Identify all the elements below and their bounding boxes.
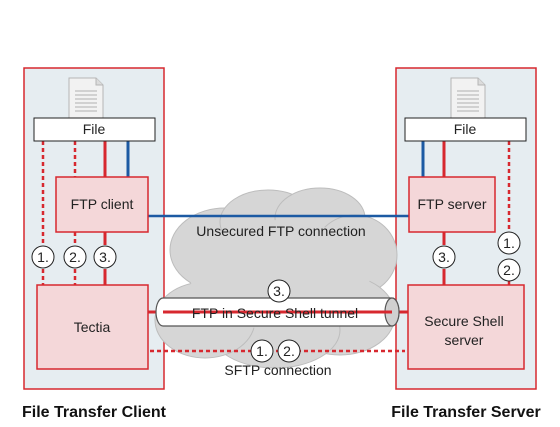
ftp-client-box [55, 176, 149, 233]
step-markers [31, 231, 521, 363]
ssh-server-label-line2: server [445, 332, 484, 348]
ftp-client-label: FTP client [71, 196, 134, 212]
server-caption: File Transfer Server [391, 404, 540, 421]
ssh-server-box [407, 284, 525, 370]
client-file-label: File [83, 121, 106, 137]
marker-2: 2. [283, 343, 295, 359]
marker-3: 3. [99, 249, 111, 265]
marker-1: 1. [37, 249, 49, 265]
marker-2: 2. [69, 249, 81, 265]
document-icon [450, 77, 486, 119]
unsecured-connection-label: Unsecured FTP connection [196, 223, 365, 239]
marker-1: 1. [503, 235, 515, 251]
server-file-box [404, 117, 527, 142]
tectia-label: Tectia [74, 319, 111, 335]
tunnel-label: FTP in Secure Shell tunnel [192, 305, 358, 321]
client-connectors [41, 141, 130, 285]
client-caption: File Transfer Client [22, 404, 167, 421]
client-file-box [33, 117, 156, 142]
tectia-box [36, 284, 149, 370]
marker-1: 1. [256, 343, 268, 359]
document-icon [68, 77, 104, 119]
server-connectors [421, 141, 511, 285]
marker-3: 3. [273, 283, 285, 299]
marker-2: 2. [503, 262, 515, 278]
ftp-server-label: FTP server [418, 196, 487, 212]
ssh-server-label-line1: Secure Shell [424, 313, 503, 329]
server-file-label: File [454, 121, 477, 137]
sftp-connection-label: SFTP connection [224, 362, 331, 378]
ftp-server-box [408, 176, 496, 233]
marker-3: 3. [438, 249, 450, 265]
ssh-tunnel [148, 297, 408, 327]
